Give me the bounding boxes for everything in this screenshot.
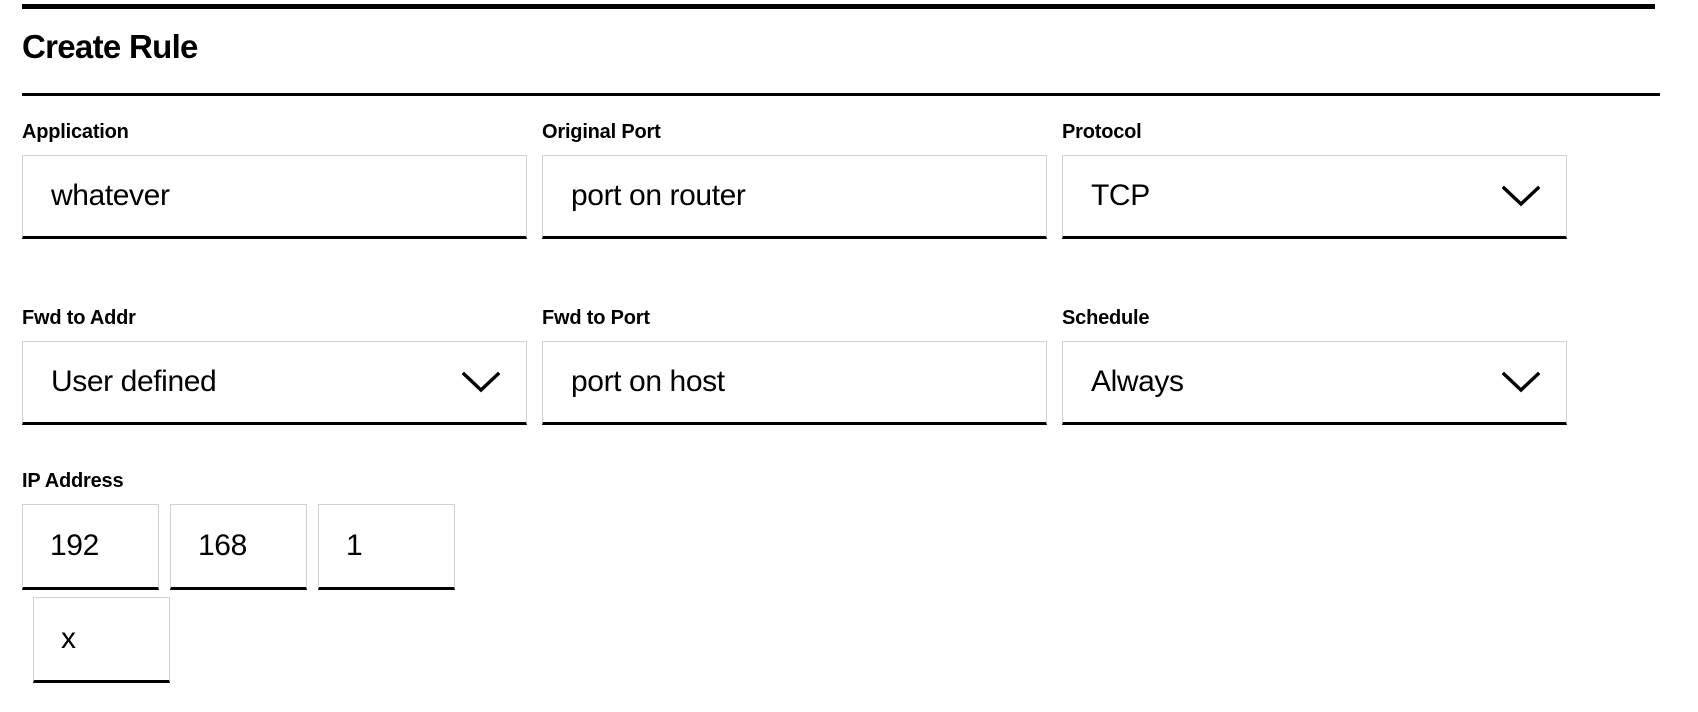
field-fwd-to-port: Fwd to Port port on host [542, 308, 1062, 425]
ip-octet-3-input[interactable]: 1 [318, 504, 455, 590]
ip-address-octet-group: 192 168 1 x [22, 504, 542, 694]
ip-octet-3-value: 1 [346, 529, 363, 562]
original-port-input-value: port on router [571, 181, 746, 211]
schedule-select[interactable]: Always [1062, 341, 1567, 425]
protocol-select[interactable]: TCP [1062, 155, 1567, 239]
label-ip-address: IP Address [22, 470, 124, 492]
label-schedule: Schedule [1062, 307, 1150, 329]
form-row-spacer [22, 239, 542, 308]
ip-octet-1-value: 192 [50, 529, 99, 562]
label-application: Application [22, 121, 129, 143]
form-row-spacer [1062, 239, 1655, 308]
fwd-to-port-input[interactable]: port on host [542, 341, 1047, 425]
field-protocol: Protocol TCP [1062, 122, 1655, 239]
label-protocol: Protocol [1062, 121, 1142, 143]
fwd-to-addr-select-value: User defined [51, 367, 217, 397]
fwd-to-addr-select[interactable]: User defined [22, 341, 527, 425]
ip-octet-1-input[interactable]: 192 [22, 504, 159, 590]
field-ip-address: IP Address 192 168 1 x [22, 471, 1676, 694]
panel-divider [22, 93, 1660, 96]
application-input-value: whatever [51, 181, 170, 211]
fwd-to-port-input-value: port on host [571, 367, 725, 397]
protocol-select-value: TCP [1091, 181, 1150, 211]
ip-octet-4-value: x [61, 622, 76, 655]
panel-top-rule [22, 4, 1655, 9]
page-title: Create Rule [22, 28, 198, 65]
field-original-port: Original Port port on router [542, 122, 1062, 239]
create-rule-panel: Create Rule Application whatever Origina… [0, 4, 1698, 712]
label-original-port: Original Port [542, 121, 661, 143]
original-port-input[interactable]: port on router [542, 155, 1047, 239]
rule-form: Application whatever Original Port port … [22, 122, 1676, 425]
form-row-spacer [542, 239, 1062, 308]
ip-octet-4-input[interactable]: x [33, 597, 170, 683]
field-fwd-to-addr: Fwd to Addr User defined [22, 308, 542, 425]
field-application: Application whatever [22, 122, 542, 239]
field-schedule: Schedule Always [1062, 308, 1655, 425]
schedule-select-value: Always [1091, 367, 1184, 397]
application-input[interactable]: whatever [22, 155, 527, 239]
label-fwd-to-addr: Fwd to Addr [22, 307, 136, 329]
ip-octet-2-input[interactable]: 168 [170, 504, 307, 590]
label-fwd-to-port: Fwd to Port [542, 307, 650, 329]
ip-octet-2-value: 168 [198, 529, 247, 562]
